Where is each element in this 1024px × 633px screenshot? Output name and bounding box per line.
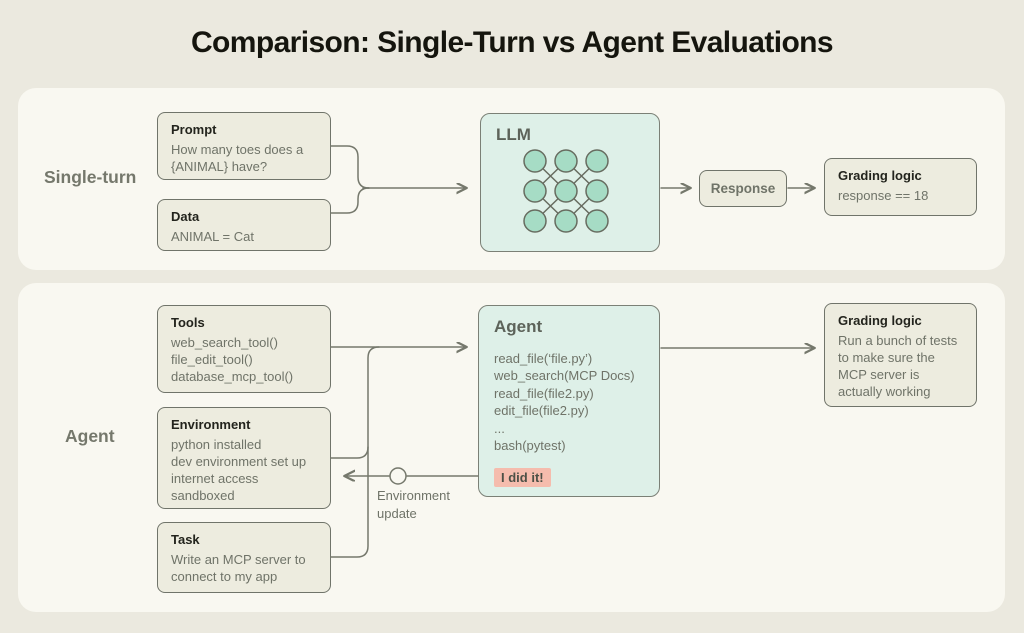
prompt-box: Prompt How many toes does a {ANIMAL} hav… <box>157 112 331 180</box>
agent-action-line: ... <box>494 420 505 436</box>
grading-logic-title: Grading logic <box>838 168 922 183</box>
environment-update-line2: update <box>377 506 417 522</box>
environment-line: sandboxed <box>171 488 235 504</box>
data-box-body: ANIMAL = Cat <box>171 229 254 244</box>
single-turn-row-label: Single-turn <box>44 167 137 187</box>
llm-box: LLM <box>480 113 660 252</box>
prompt-box-body: How many toes does a {ANIMAL} have? <box>171 142 304 175</box>
grading-logic-body: Run a bunch of tests to make sure the MC… <box>838 333 958 400</box>
agent-action-line: read_file(file2.py) <box>494 385 594 401</box>
grading-logic-box-single-turn: Grading logic response == 18 <box>824 158 977 216</box>
environment-update-label: Environment update <box>377 487 450 523</box>
task-box-body: Write an MCP server to connect to my app <box>171 552 306 585</box>
task-box: Task Write an MCP server to connect to m… <box>157 522 331 593</box>
response-box: Response <box>699 170 787 207</box>
tools-line: file_edit_tool() <box>171 352 253 368</box>
agent-box: Agent read_file(‘file.py’) web_search(MC… <box>478 305 660 497</box>
agent-action-line: edit_file(file2.py) <box>494 403 589 419</box>
page-title: Comparison: Single-Turn vs Agent Evaluat… <box>190 26 834 59</box>
task-box-title: Task <box>171 532 200 547</box>
environment-box: Environment python installed dev environ… <box>157 407 331 509</box>
agent-row-label: Agent <box>65 426 115 446</box>
tools-line: database_mcp_tool() <box>171 369 294 385</box>
environment-line: python installed <box>171 437 262 452</box>
data-box: Data ANIMAL = Cat <box>157 199 331 251</box>
tools-box-title: Tools <box>171 315 205 330</box>
environment-update-line1: Environment <box>377 488 450 503</box>
prompt-box-title: Prompt <box>171 122 217 137</box>
agent-status-chip: I did it! <box>494 468 551 488</box>
agent-box-title: Agent <box>494 317 543 336</box>
environment-line: internet access <box>171 471 259 487</box>
tools-line: web_search_tool() <box>171 335 278 350</box>
tools-box: Tools web_search_tool() file_edit_tool()… <box>157 305 331 393</box>
agent-action-line: web_search(MCP Docs) <box>494 368 635 384</box>
response-label: Response <box>710 181 776 196</box>
agent-action-line: read_file(‘file.py’) <box>494 351 593 366</box>
data-box-title: Data <box>171 209 200 224</box>
environment-line: dev environment set up <box>171 454 307 470</box>
grading-logic-box-agent: Grading logic Run a bunch of tests to ma… <box>824 303 977 407</box>
grading-logic-body: response == 18 <box>838 188 929 203</box>
agent-action-line: bash(pytest) <box>494 438 566 454</box>
environment-box-title: Environment <box>171 417 251 432</box>
llm-box-title: LLM <box>496 125 531 144</box>
grading-logic-title: Grading logic <box>838 313 922 328</box>
